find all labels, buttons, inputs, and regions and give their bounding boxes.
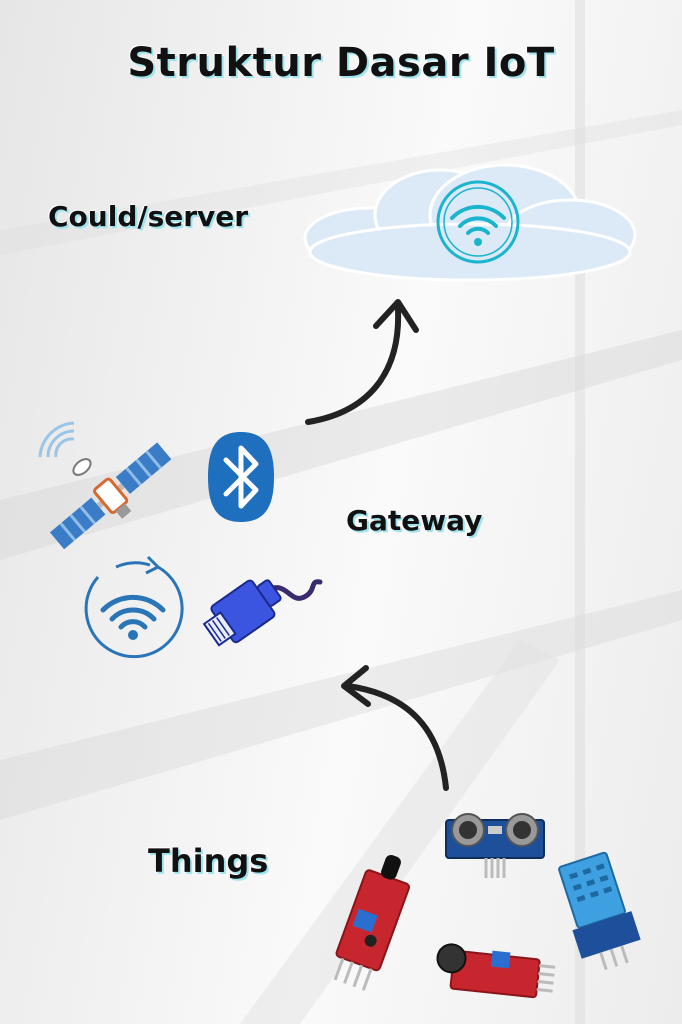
satellite-icon <box>38 421 172 550</box>
diagram-title: Struktur Dasar IoT <box>127 40 555 86</box>
arrow-things-to-gateway <box>341 665 449 791</box>
cloud-layer-label: Could/server <box>48 200 249 233</box>
things-layer-label: Things <box>148 842 269 880</box>
dht11-sensor-icon <box>558 851 641 971</box>
ethernet-plug-icon <box>202 579 323 647</box>
arrow-gateway-to-cloud <box>305 299 419 425</box>
cloud-icon <box>303 163 637 282</box>
wifi-rotate-icon <box>84 555 184 659</box>
satellite-signal-icon <box>38 421 75 458</box>
cloud-wifi-icon <box>436 180 520 264</box>
gateway-layer-label: Gateway <box>346 504 483 537</box>
flame-sensor-icon <box>333 854 410 991</box>
bluetooth-icon <box>208 432 274 522</box>
sound-sensor-icon <box>436 943 556 999</box>
ultrasonic-sensor-icon <box>445 813 545 878</box>
